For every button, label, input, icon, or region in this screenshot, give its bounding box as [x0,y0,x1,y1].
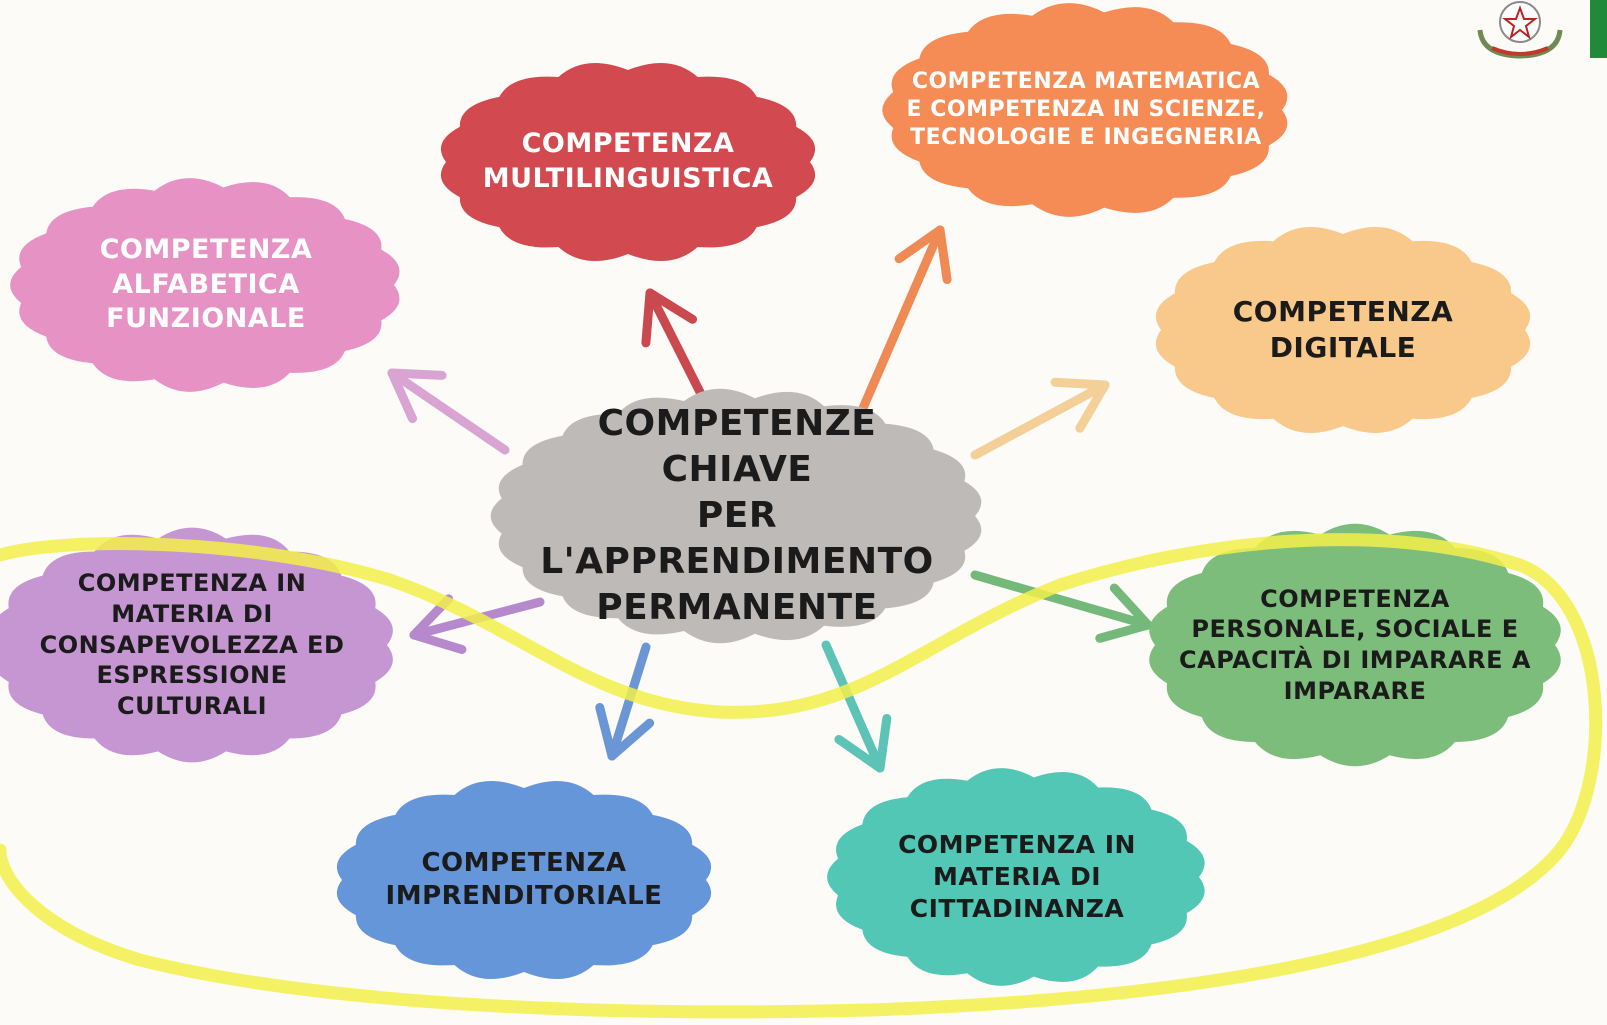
cloud-digitale [1155,227,1531,433]
cloud-imprenditoriale [336,780,712,980]
clouds-layer [0,3,1561,986]
highlight-layer [0,533,1603,1019]
cloud-personale [1149,523,1561,767]
flag-stripe-icon [1590,0,1607,58]
cloud-alfabetica [10,178,400,392]
cloud-multilinguistica [440,62,816,262]
highlight-loop [0,533,1603,1019]
italian-republic-emblem-icon [1477,1,1563,59]
cloud-cittadinanza [827,768,1205,986]
arrow-to-personale [970,570,1153,643]
arrow-to-imprenditoriale [595,642,655,761]
arrow-to-alfabetica [387,368,510,455]
cloud-culturali [0,527,393,763]
cloud-matematica [882,3,1288,217]
center-cloud [490,388,982,644]
arrow-to-digitale [970,377,1110,460]
arrow-to-matematica [855,225,952,420]
arrow-to-multilinguistica [641,288,709,405]
arrow-to-cittadinanza [821,640,892,773]
